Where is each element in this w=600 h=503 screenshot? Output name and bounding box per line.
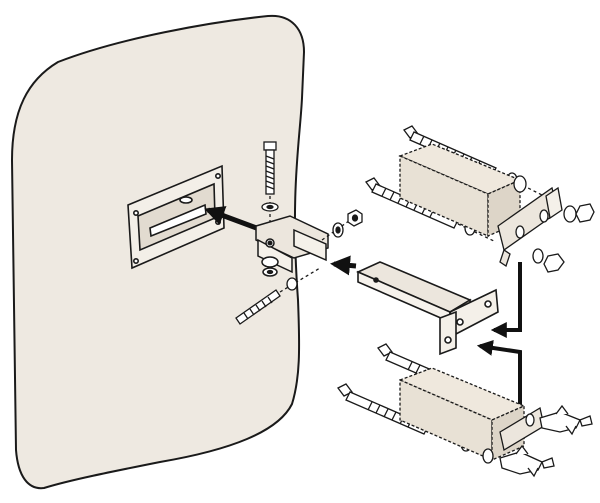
vertical-bolt-top	[261, 141, 279, 232]
arrow-lower-bracket-to-arm	[476, 339, 522, 408]
arrow-upper-bracket-to-arm	[490, 262, 522, 338]
wall-bracket-upper	[365, 125, 595, 273]
pivot-washers-nuts	[321, 209, 363, 241]
wall-anchors	[499, 404, 593, 478]
wall-bracket-lower	[337, 343, 545, 464]
threaded-rod-lower	[235, 267, 321, 325]
arrow-arm-to-pivot	[330, 255, 357, 276]
pivot-bracket	[255, 215, 329, 277]
arrow-into-back-plate	[204, 206, 263, 233]
extension-arm	[356, 261, 499, 356]
